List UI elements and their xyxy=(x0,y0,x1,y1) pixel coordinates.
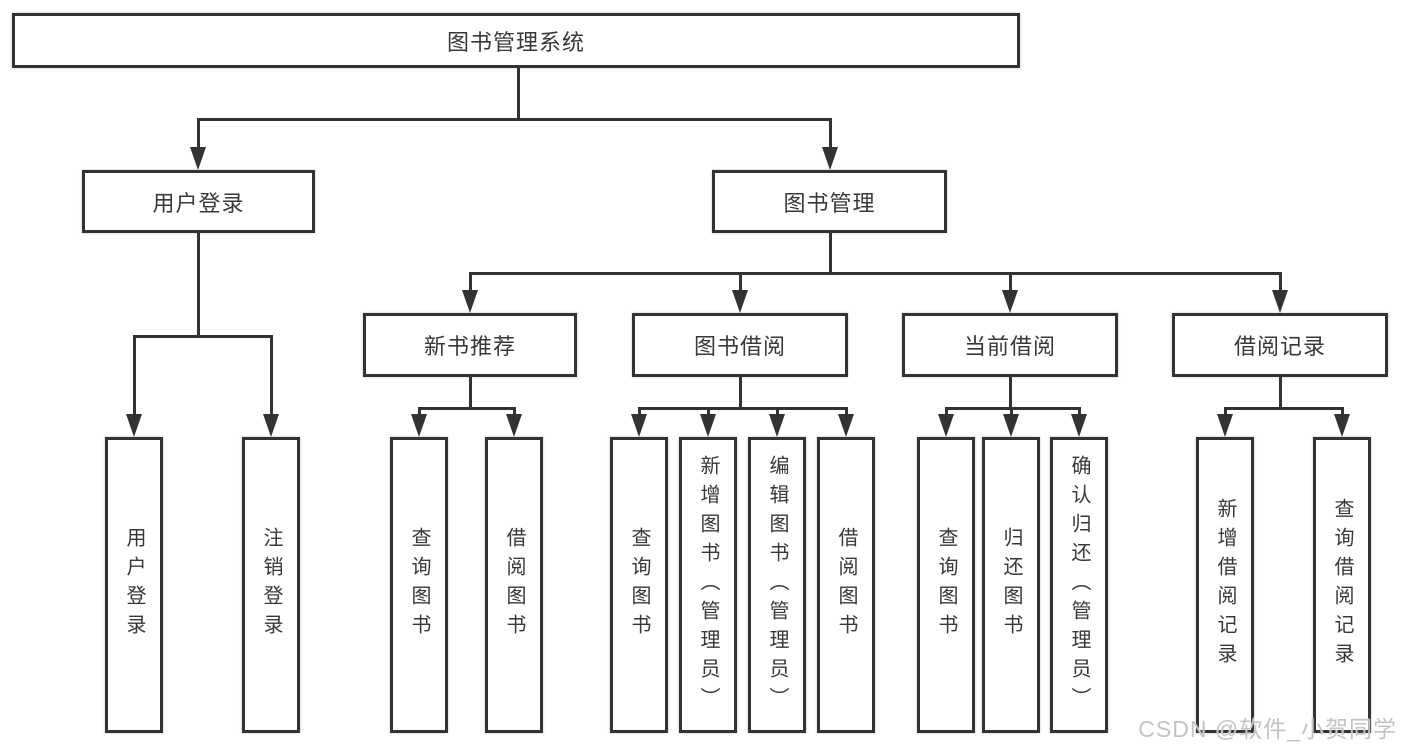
arrow-down-icon xyxy=(1071,414,1087,437)
connector-vline xyxy=(132,335,136,417)
leaf-query-borrow-record: 查询借阅记录 xyxy=(1313,437,1371,733)
arrow-down-icon xyxy=(1002,290,1018,313)
connector-vline xyxy=(1009,407,1013,417)
leaf-add-books-admin: 新增图书（管理员） xyxy=(679,437,737,733)
leaf-label: 新增借阅记录 xyxy=(1214,498,1236,672)
leaf-borrow-books: 借阅图书 xyxy=(817,437,875,733)
arrow-down-icon xyxy=(1272,290,1288,313)
leaf-label: 查询图书 xyxy=(628,527,650,643)
connector-hline xyxy=(468,272,1282,275)
leaf-label: 查询图书 xyxy=(935,527,957,643)
arrow-down-icon xyxy=(838,414,854,437)
connector-vline xyxy=(738,377,742,407)
arrow-down-icon xyxy=(769,414,785,437)
node-book-management: 图书管理 xyxy=(712,170,947,233)
leaf-add-borrow-record: 新增借阅记录 xyxy=(1196,437,1254,733)
connector-vline xyxy=(828,118,832,150)
connector-hline xyxy=(196,118,832,121)
arrow-down-icon xyxy=(822,147,838,170)
connector-hline xyxy=(944,407,1081,410)
connector-vline xyxy=(1278,272,1282,293)
leaf-label: 用户登录 xyxy=(123,527,145,643)
node-current-borrowing: 当前借阅 xyxy=(902,313,1118,377)
connector-vline xyxy=(944,407,948,417)
leaf-label: 借阅图书 xyxy=(503,527,525,643)
node-user-login: 用户登录 xyxy=(82,170,315,233)
leaf-label: 归还图书 xyxy=(1000,527,1022,643)
connector-vline xyxy=(196,118,200,150)
connector-vline xyxy=(738,272,742,293)
arrow-down-icon xyxy=(1334,414,1350,437)
node-label: 用户登录 xyxy=(152,190,245,216)
connector-vline xyxy=(828,233,832,272)
connector-vline xyxy=(269,335,273,417)
leaf-query-books-borrowing: 查询图书 xyxy=(610,437,668,733)
arrow-down-icon xyxy=(1217,414,1233,437)
leaf-query-books-recommend: 查询图书 xyxy=(390,437,448,733)
connector-vline xyxy=(637,407,641,417)
leaf-label: 编辑图书（管理员） xyxy=(766,454,788,716)
connector-vline xyxy=(844,407,848,417)
connector-vline xyxy=(1077,407,1081,417)
node-label: 新书推荐 xyxy=(423,334,516,359)
leaf-user-login: 用户登录 xyxy=(105,437,163,733)
leaf-label: 新增图书（管理员） xyxy=(697,454,719,716)
arrow-down-icon xyxy=(190,147,206,170)
connector-hline xyxy=(637,407,848,410)
arrow-down-icon xyxy=(732,290,748,313)
leaf-edit-books-admin: 编辑图书（管理员） xyxy=(748,437,806,733)
connector-hline xyxy=(132,335,273,338)
leaf-logout: 注销登录 xyxy=(242,437,300,733)
node-new-book-recommendation: 新书推荐 xyxy=(363,313,577,377)
connector-vline xyxy=(516,68,520,118)
leaf-label: 注销登录 xyxy=(260,527,282,643)
leaf-label: 查询借阅记录 xyxy=(1331,498,1353,672)
connector-hline xyxy=(1223,407,1344,410)
arrow-down-icon xyxy=(263,414,279,437)
connector-vline xyxy=(417,407,421,417)
arrow-down-icon xyxy=(506,414,522,437)
leaf-query-books-current: 查询图书 xyxy=(917,437,975,733)
leaf-return-books: 归还图书 xyxy=(982,437,1040,733)
csdn-watermark: CSDN @软件_小贺同学 xyxy=(1138,716,1397,742)
node-book-borrowing: 图书借阅 xyxy=(632,313,848,377)
connector-vline xyxy=(1008,377,1012,407)
connector-hline xyxy=(417,407,516,410)
connector-vline xyxy=(1278,377,1282,407)
arrow-down-icon xyxy=(411,414,427,437)
arrow-down-icon xyxy=(938,414,954,437)
arrow-down-icon xyxy=(700,414,716,437)
leaf-label: 确认归还（管理员） xyxy=(1068,454,1090,716)
connector-vline xyxy=(1340,407,1344,417)
node-borrow-records: 借阅记录 xyxy=(1172,313,1388,377)
arrow-down-icon xyxy=(1003,414,1019,437)
node-label: 图书管理系统 xyxy=(446,29,585,55)
connector-vline xyxy=(706,407,710,417)
arrow-down-icon xyxy=(126,414,142,437)
arrow-down-icon xyxy=(462,290,478,313)
node-library-management-system: 图书管理系统 xyxy=(12,13,1020,68)
connector-vline xyxy=(1008,272,1012,293)
leaf-borrow-books-recommend: 借阅图书 xyxy=(485,437,543,733)
node-label: 借阅记录 xyxy=(1233,334,1326,359)
connector-vline xyxy=(512,407,516,417)
connector-vline xyxy=(468,272,472,293)
arrow-down-icon xyxy=(631,414,647,437)
node-label: 图书借阅 xyxy=(693,334,786,359)
connector-vline xyxy=(775,407,779,417)
leaf-label: 查询图书 xyxy=(408,527,430,643)
node-label: 当前借阅 xyxy=(963,334,1056,359)
leaf-label: 借阅图书 xyxy=(835,527,857,643)
connector-vline xyxy=(196,233,200,335)
node-label: 图书管理 xyxy=(783,190,876,216)
connector-vline xyxy=(1223,407,1227,417)
leaf-confirm-return-admin: 确认归还（管理员） xyxy=(1050,437,1108,733)
connector-vline xyxy=(468,377,472,407)
